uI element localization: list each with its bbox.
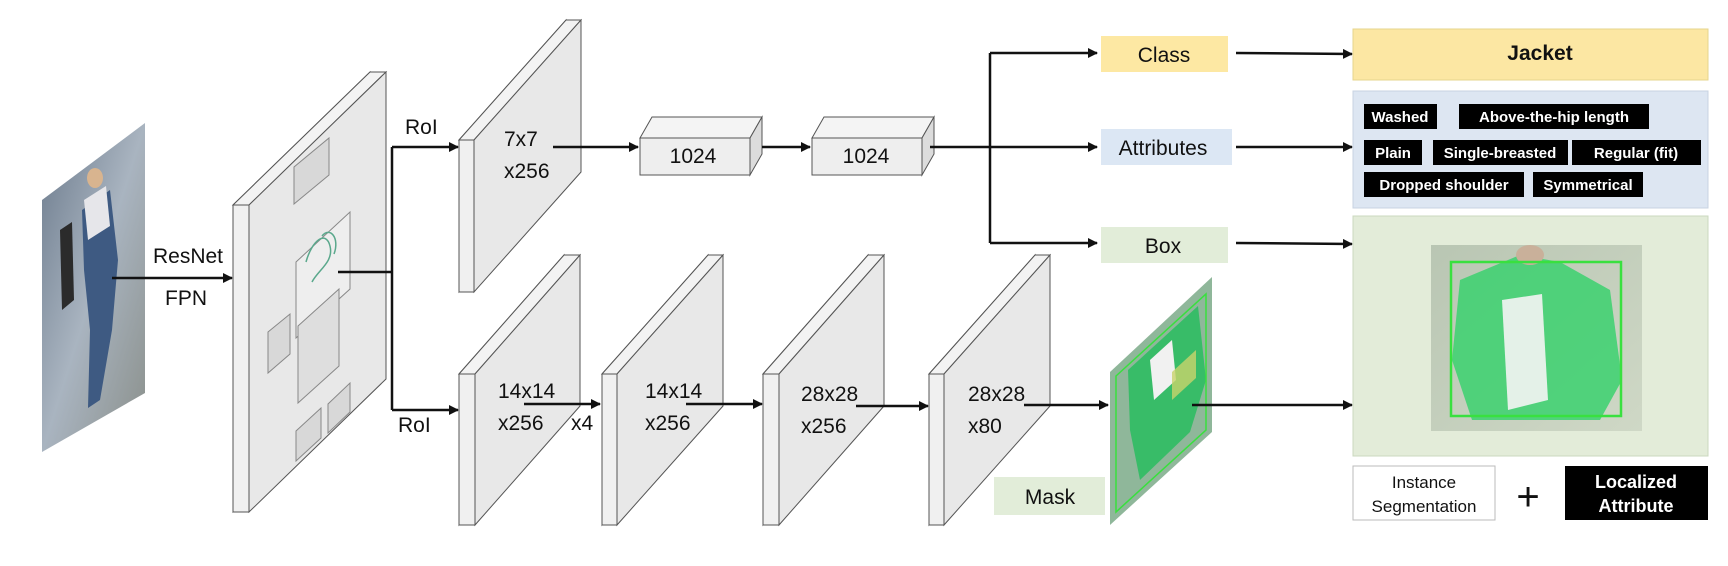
backbone-label-fpn: FPN	[165, 287, 207, 310]
attribute-tag	[1572, 140, 1701, 165]
mask-feature-1	[457, 253, 582, 527]
attribute-tag	[1364, 140, 1422, 165]
attribute-tag-label: Symmetrical	[1543, 177, 1632, 194]
attribute-tag	[1364, 172, 1524, 197]
mask-feature-4	[927, 253, 1052, 527]
attribute-tag	[1364, 104, 1437, 129]
mask-output-box	[994, 477, 1105, 515]
segmentation-photo	[1431, 245, 1642, 431]
legend-localized-line2: Attribute	[1599, 496, 1674, 516]
attribute-tag	[1459, 104, 1649, 129]
mask-feature-1-size: 14x14	[498, 380, 556, 403]
legend-plus-sign: +	[1516, 475, 1539, 519]
attribute-tag	[1533, 172, 1643, 197]
class-output-label: Class	[1138, 44, 1191, 67]
mask-feature-2	[600, 253, 725, 527]
mask-feature-2-size: 14x14	[645, 380, 703, 403]
attribute-tag	[1433, 140, 1568, 165]
attribute-tags: Washed Above-the-hip length Plain Single…	[1364, 104, 1701, 197]
attribute-tag-label: Single-breasted	[1444, 145, 1557, 162]
class-output-box	[1101, 36, 1228, 72]
backbone-feature-map	[231, 70, 388, 514]
fc-layer-2	[811, 115, 935, 177]
roi-feature-7x7-size: 7x7	[504, 128, 538, 151]
legend-instance-segmentation	[1352, 465, 1496, 521]
legend-localized-line1: Localized	[1595, 472, 1677, 492]
mask-feature-3	[761, 253, 886, 527]
roi-label-bottom: RoI	[398, 414, 431, 437]
legend-localized-attribute	[1565, 466, 1708, 520]
attributes-output-label: Attributes	[1119, 137, 1208, 160]
mask-feature-4-channels: x80	[968, 415, 1002, 438]
mask-feature-4-size: 28x28	[968, 383, 1025, 406]
attribute-tag-label: Regular (fit)	[1594, 145, 1678, 162]
roi-feature-7x7-channels: x256	[504, 160, 550, 183]
mask-feature-2-channels: x256	[645, 412, 691, 435]
fc-layer-1-label: 1024	[670, 145, 717, 168]
attribute-tag-label: Above-the-hip length	[1479, 109, 1629, 126]
attribute-tag-label: Dropped shoulder	[1379, 177, 1508, 194]
roi-label-top: RoI	[405, 116, 438, 139]
mask-feature-3-size: 28x28	[801, 383, 858, 406]
legend-instance-line2: Segmentation	[1372, 497, 1477, 516]
roi-feature-7x7	[457, 18, 583, 294]
mask-feature-3-channels: x256	[801, 415, 847, 438]
attribute-tag-label: Washed	[1372, 109, 1429, 126]
attribute-tag-label: Plain	[1375, 145, 1411, 162]
mask-repeat-label: x4	[571, 412, 594, 435]
box-output-label: Box	[1145, 235, 1182, 258]
box-output-box	[1101, 227, 1228, 263]
class-result-value: Jacket	[1507, 42, 1572, 65]
fc-layer-1	[639, 115, 763, 177]
mask-feature-1-channels: x256	[498, 412, 544, 435]
backbone-label-resnet: ResNet	[153, 245, 223, 268]
mask-photo	[1110, 277, 1212, 525]
attributes-output-box	[1101, 129, 1232, 165]
fc-layer-2-label: 1024	[843, 145, 890, 168]
legend-instance-line1: Instance	[1392, 473, 1456, 492]
class-result-panel	[1352, 28, 1709, 81]
mask-output-label: Mask	[1025, 486, 1076, 509]
input-person-photo	[42, 123, 145, 452]
